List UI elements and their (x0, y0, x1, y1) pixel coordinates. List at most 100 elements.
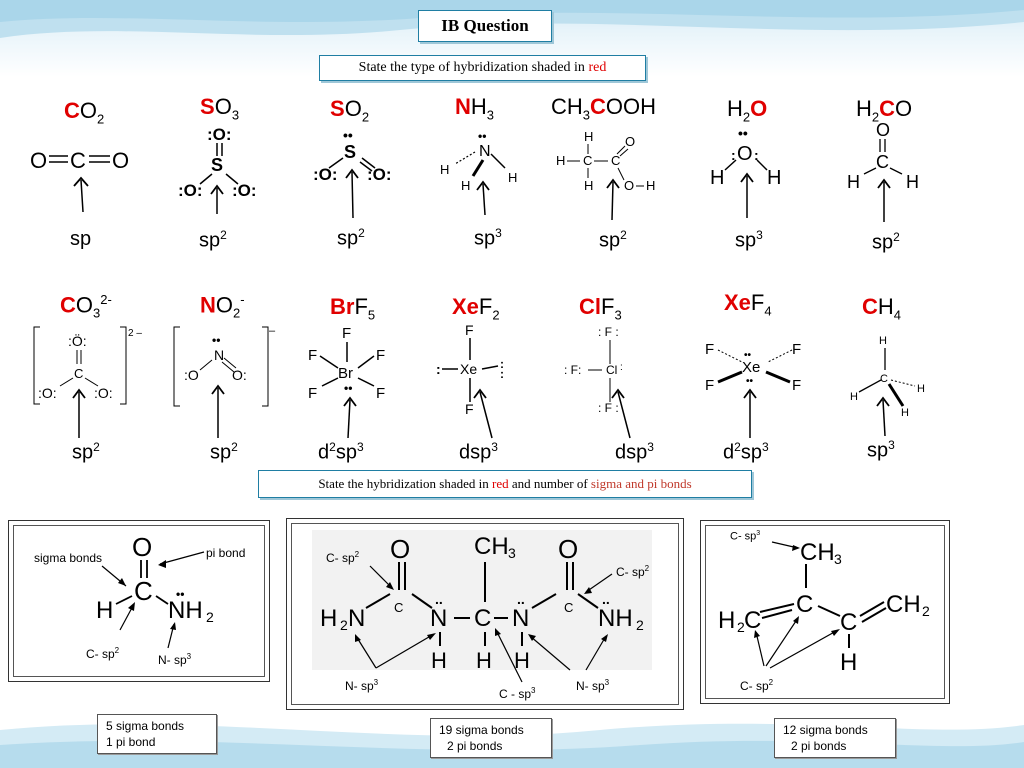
formula-highlight: S (330, 96, 345, 121)
svg-text::O:: :O: (94, 385, 113, 401)
instruction-1-text: State the type of hybridization shaded i… (358, 60, 589, 75)
svg-text:H: H (584, 178, 593, 193)
svg-text:C: C (564, 600, 573, 615)
svg-text:F: F (376, 385, 385, 402)
hyb-text: sp (337, 227, 359, 250)
formula-sup: - (240, 292, 245, 307)
p1-sigma-text: sigma bonds (34, 551, 103, 565)
formula-sub: 4 (893, 307, 902, 323)
formula-highlight: C (60, 292, 76, 318)
hyb-h2co: sp2 (872, 230, 900, 255)
svg-text:C: C (876, 152, 889, 172)
hyb-sup: 3 (356, 440, 364, 454)
p1-n-text: N- sp (158, 653, 187, 667)
formula-so3: SO3 (200, 94, 239, 122)
svg-text:F: F (705, 341, 714, 358)
hyb-text: sp (70, 228, 92, 250)
svg-text::O:: :O: (178, 181, 203, 200)
p3-c-bottom-label: C- sp2 (740, 678, 773, 693)
hyb-xef2: dsp3 (459, 440, 498, 465)
formula-rest: O (344, 96, 362, 121)
panel-formamide (8, 520, 270, 682)
svg-text:O: O (132, 532, 152, 562)
svg-text:H: H (767, 167, 781, 189)
hyb-text: sp (599, 229, 621, 252)
formula-sub: 3 (486, 107, 495, 123)
hyb-text: sp (740, 441, 762, 464)
hyb-text: sp (335, 441, 357, 464)
svg-text::O:: :O: (232, 181, 257, 200)
p2-c-right-sup: 2 (644, 564, 650, 573)
hyb-text: dsp (615, 441, 648, 464)
svg-text:O: O (30, 148, 47, 173)
svg-text:H: H (508, 170, 517, 185)
formula-sub: 3 (231, 107, 240, 123)
hyb-brf5: d2sp3 (318, 440, 364, 465)
h2o-structure: •• : O : H H (710, 125, 781, 218)
hyb-text: sp (872, 231, 894, 254)
formula-rest: O (215, 292, 234, 318)
svg-text:: F :: : F : (598, 325, 619, 339)
p2-c-mid-label: C - sp3 (499, 686, 535, 701)
svg-text:O: O (558, 534, 578, 564)
hyb-presup: 2 (329, 440, 336, 454)
svg-text:F: F (308, 347, 317, 364)
formula-brf5: BrF5 (330, 294, 375, 322)
svg-text:2: 2 (206, 609, 214, 625)
formula-h2co: H2CO (856, 96, 912, 124)
svg-text:3: 3 (508, 545, 516, 561)
svg-text:O: O (390, 534, 410, 564)
formula-no2: NO2- (200, 292, 245, 321)
so3-structure: :O: S :O: :O: (178, 125, 257, 214)
hyb-sup: 3 (495, 226, 502, 240)
svg-text:N: N (479, 143, 491, 160)
formula-rest: F (750, 290, 765, 315)
formamide-structure: O C H •• NH 2 (96, 532, 214, 649)
formula-highlight: Xe (724, 290, 751, 315)
svg-text:••: •• (478, 129, 486, 143)
svg-text:••: •• (738, 125, 748, 141)
formula-highlight: C (879, 96, 896, 121)
svg-text:O: O (112, 148, 129, 173)
svg-text:C: C (840, 609, 857, 636)
brf5-structure: F F F Br F F •• (308, 325, 385, 439)
svg-text:H: H (901, 407, 909, 419)
formula-co3: CO32- (60, 292, 112, 321)
hyb-sup: 2 (93, 440, 100, 454)
p3-summary-pi: 2 pi bonds (791, 739, 847, 753)
svg-text:C: C (394, 600, 403, 615)
instruction-box-1: State the type of hybridization shaded i… (319, 55, 646, 81)
formula-rest: F (354, 294, 368, 319)
p1-sigma-label: sigma bonds (34, 551, 102, 565)
svg-text::O:: :O: (38, 385, 57, 401)
formula-h2o: H2O (727, 96, 767, 124)
svg-text:••: •• (744, 350, 752, 361)
svg-text:2 –: 2 – (128, 328, 142, 339)
formula-pre: H (727, 96, 743, 121)
nh3-structure: •• N H H H (435, 129, 523, 216)
svg-text:H: H (840, 649, 857, 676)
svg-text:C: C (796, 591, 813, 618)
svg-text:N: N (214, 347, 224, 363)
p2-c-mid-text: C - sp (499, 687, 532, 701)
svg-text::O:: :O: (313, 165, 338, 184)
hyb-xef4: d2sp3 (723, 440, 769, 465)
svg-text:2: 2 (340, 617, 348, 633)
svg-text:H: H (461, 178, 470, 193)
hyb-nh3: sp3 (474, 226, 502, 251)
p2-n-right-sup: 3 (604, 678, 610, 687)
formula-rest: F (601, 294, 615, 319)
svg-text:NH: NH (168, 597, 203, 624)
svg-text:H: H (431, 648, 447, 673)
p1-pi-text: pi bond (206, 546, 246, 560)
formula-presub: 3 (582, 107, 591, 123)
hyb-pre: d (723, 441, 735, 464)
p1-summary-pi: 1 pi bond (106, 735, 156, 749)
formula-rest: H (877, 294, 894, 319)
svg-text::: : (731, 147, 736, 163)
p1-c-label: C- sp2 (86, 646, 119, 661)
hyb-co3: sp2 (72, 440, 100, 465)
p2-n-left-sup: 3 (373, 678, 379, 687)
svg-text:F: F (705, 377, 714, 394)
p1-summary: 5 sigma bonds 1 pi bond (97, 714, 217, 754)
